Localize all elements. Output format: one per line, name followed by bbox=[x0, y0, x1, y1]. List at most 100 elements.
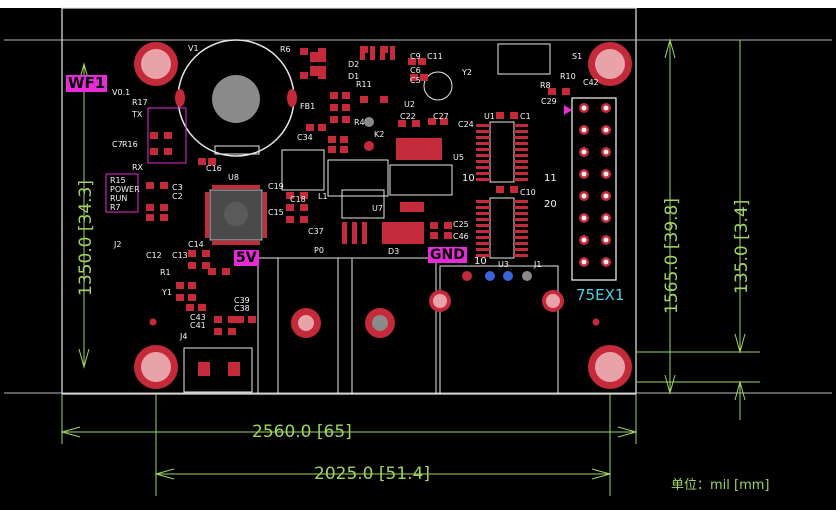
refdes-label: C3 bbox=[172, 183, 183, 192]
battery-holder bbox=[175, 39, 297, 157]
smd-pad bbox=[300, 204, 308, 211]
smd-pad bbox=[514, 248, 528, 251]
smd-pad bbox=[380, 46, 385, 60]
refdes-label: C1 bbox=[520, 112, 531, 121]
smd-pad bbox=[514, 154, 528, 157]
header-pin bbox=[603, 259, 609, 265]
smd-pad bbox=[318, 48, 326, 55]
smd-pad bbox=[176, 294, 184, 301]
refdes-label: R4 bbox=[354, 118, 365, 127]
smd-pad bbox=[342, 222, 347, 244]
header-pin bbox=[603, 171, 609, 177]
smd-pad bbox=[380, 96, 388, 103]
smd-pad bbox=[286, 204, 294, 211]
refdes-label: C27 bbox=[433, 112, 449, 121]
refdes-label: R17 bbox=[132, 98, 148, 107]
smd-pad bbox=[228, 316, 236, 323]
smd-pad bbox=[514, 200, 528, 203]
refdes-label: J4 bbox=[180, 332, 188, 341]
refdes-label: C7 bbox=[112, 140, 123, 149]
smd-pad bbox=[476, 148, 490, 151]
header-pin bbox=[581, 149, 587, 155]
smd-pad bbox=[202, 262, 210, 269]
refdes-label: Y1 bbox=[162, 288, 172, 297]
header-pin bbox=[581, 193, 587, 199]
refdes-label: S1 bbox=[572, 52, 583, 61]
dimension-lines bbox=[60, 38, 760, 496]
inductor-l1 bbox=[281, 149, 325, 191]
model-label: 75EX1 bbox=[576, 286, 625, 304]
smd-pad bbox=[408, 58, 416, 65]
led-group-outline bbox=[105, 173, 139, 213]
smd-pad bbox=[146, 214, 154, 221]
rx-tx-outline bbox=[147, 107, 187, 164]
smd-pad bbox=[146, 204, 154, 211]
smd-pad bbox=[202, 250, 210, 257]
smd-pad bbox=[150, 132, 158, 139]
smd-pad bbox=[476, 230, 490, 233]
smd-pad bbox=[208, 158, 216, 165]
refdes-label: C19 bbox=[268, 182, 284, 191]
smd-pad bbox=[476, 172, 490, 175]
smd-pad bbox=[476, 154, 490, 157]
version-label: V0.1 bbox=[112, 88, 131, 97]
refdes-label: C25 bbox=[453, 220, 469, 229]
smd-pad bbox=[318, 124, 326, 131]
smd-pad bbox=[496, 186, 504, 193]
ic-u3 bbox=[489, 197, 515, 259]
smd-pad bbox=[342, 104, 350, 111]
refdes-label: C10 bbox=[520, 188, 536, 197]
mounting-hole-top-left bbox=[134, 42, 178, 86]
smd-pad bbox=[514, 136, 528, 139]
smd-pad bbox=[310, 66, 326, 76]
header-pin bbox=[581, 171, 587, 177]
status-led-label: R7 bbox=[110, 203, 121, 212]
smd-pad bbox=[398, 120, 406, 127]
smd-pad bbox=[476, 212, 490, 215]
refdes-label: D1 bbox=[348, 72, 360, 81]
smd-pad bbox=[514, 254, 528, 257]
smd-pad bbox=[476, 124, 490, 127]
smd-pad bbox=[330, 92, 338, 99]
smd-pad bbox=[440, 118, 448, 125]
usb-connector bbox=[183, 347, 253, 393]
smd-pad bbox=[514, 242, 528, 245]
header-pin bbox=[603, 193, 609, 199]
pin-label-10b: 10 bbox=[474, 256, 487, 267]
smd-pad bbox=[476, 130, 490, 133]
smd-pad bbox=[286, 192, 294, 199]
top-margin bbox=[0, 0, 836, 8]
smd-pad bbox=[514, 218, 528, 221]
header-pin bbox=[581, 127, 587, 133]
smd-pad bbox=[514, 178, 528, 181]
smd-pad bbox=[514, 172, 528, 175]
smd-pad bbox=[476, 178, 490, 181]
smd-pad bbox=[236, 316, 244, 323]
refdes-label: C46 bbox=[453, 232, 469, 241]
refdes-label: C6 bbox=[410, 66, 421, 75]
buzzer-y2 bbox=[423, 71, 453, 101]
smd-pad bbox=[476, 248, 490, 251]
dimension-width-bottom: 2025.0 [51.4] bbox=[314, 464, 431, 484]
refdes-label: U1 bbox=[484, 112, 495, 121]
header-pin bbox=[581, 105, 587, 111]
smd-pad bbox=[444, 222, 452, 229]
status-led-label: RUN bbox=[110, 194, 128, 203]
smd-pad bbox=[400, 202, 424, 212]
refdes-label: FB1 bbox=[300, 102, 316, 111]
refdes-label: R6 bbox=[280, 45, 291, 54]
refdes-label: TX bbox=[132, 110, 143, 119]
smd-pad bbox=[176, 282, 184, 289]
smd-pad bbox=[342, 92, 350, 99]
smd-pad bbox=[430, 222, 438, 229]
smd-pad bbox=[476, 206, 490, 209]
hub75-connector bbox=[571, 97, 617, 281]
refdes-label: C13 bbox=[172, 251, 188, 260]
smd-pad bbox=[328, 146, 336, 153]
smd-pad bbox=[160, 214, 168, 221]
refdes-label: U7 bbox=[372, 204, 383, 213]
smd-pad bbox=[198, 158, 206, 165]
smd-pad bbox=[352, 222, 357, 244]
